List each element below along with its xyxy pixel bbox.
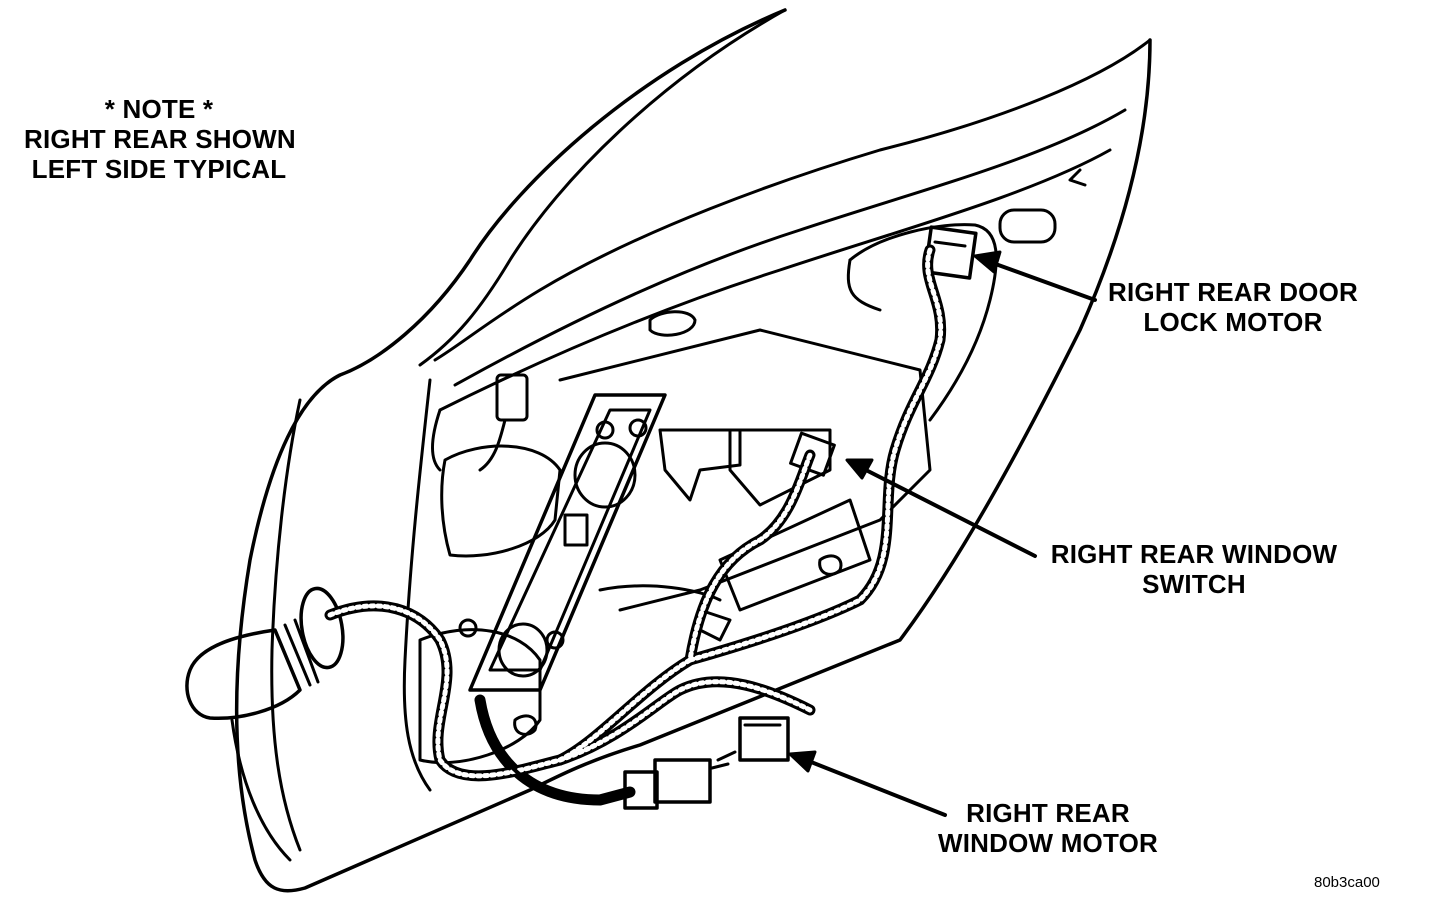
note-line-3: LEFT SIDE TYPICAL xyxy=(31,154,287,184)
note-text: * NOTE * RIGHT REAR SHOWN LEFT SIDE TYPI… xyxy=(24,94,296,184)
window-motor-arrow xyxy=(804,758,947,817)
motor-lead-wire xyxy=(478,698,632,802)
note-line-2: RIGHT REAR SHOWN xyxy=(24,124,296,154)
window-switch-label-line-1: RIGHT REAR WINDOW xyxy=(1050,539,1338,569)
wiring-harness xyxy=(324,244,947,806)
lock-motor-label-line-2: LOCK MOTOR xyxy=(1143,307,1323,337)
wiring-grommet xyxy=(185,586,345,720)
window-regulator xyxy=(458,393,667,692)
figure-code: 80b3ca00 xyxy=(1314,874,1380,891)
lock-motor-arrow xyxy=(988,260,1097,302)
trim-clip xyxy=(478,373,529,472)
window-motor-label-line-1: RIGHT REAR xyxy=(966,798,1130,828)
window-motor-label-line-2: WINDOW MOTOR xyxy=(938,828,1158,858)
wiring-harness-core xyxy=(327,247,944,779)
leader-arrows xyxy=(788,250,1097,817)
door-shell xyxy=(230,8,1152,893)
window-switch-callout: RIGHT REAR WINDOW SWITCH xyxy=(1034,539,1354,599)
window-motor-connectors xyxy=(623,716,790,810)
window-switch-arrow xyxy=(860,466,1037,558)
lock-motor-callout: RIGHT REAR DOOR LOCK MOTOR xyxy=(1088,277,1378,337)
window-switch-label-line-2: SWITCH xyxy=(1142,569,1246,599)
door-inner-panel xyxy=(418,208,1057,765)
note-line-1: * NOTE * xyxy=(104,94,214,124)
window-motor-callout: RIGHT REAR WINDOW MOTOR xyxy=(918,798,1178,858)
lock-motor-label-line-1: RIGHT REAR DOOR xyxy=(1108,277,1358,307)
